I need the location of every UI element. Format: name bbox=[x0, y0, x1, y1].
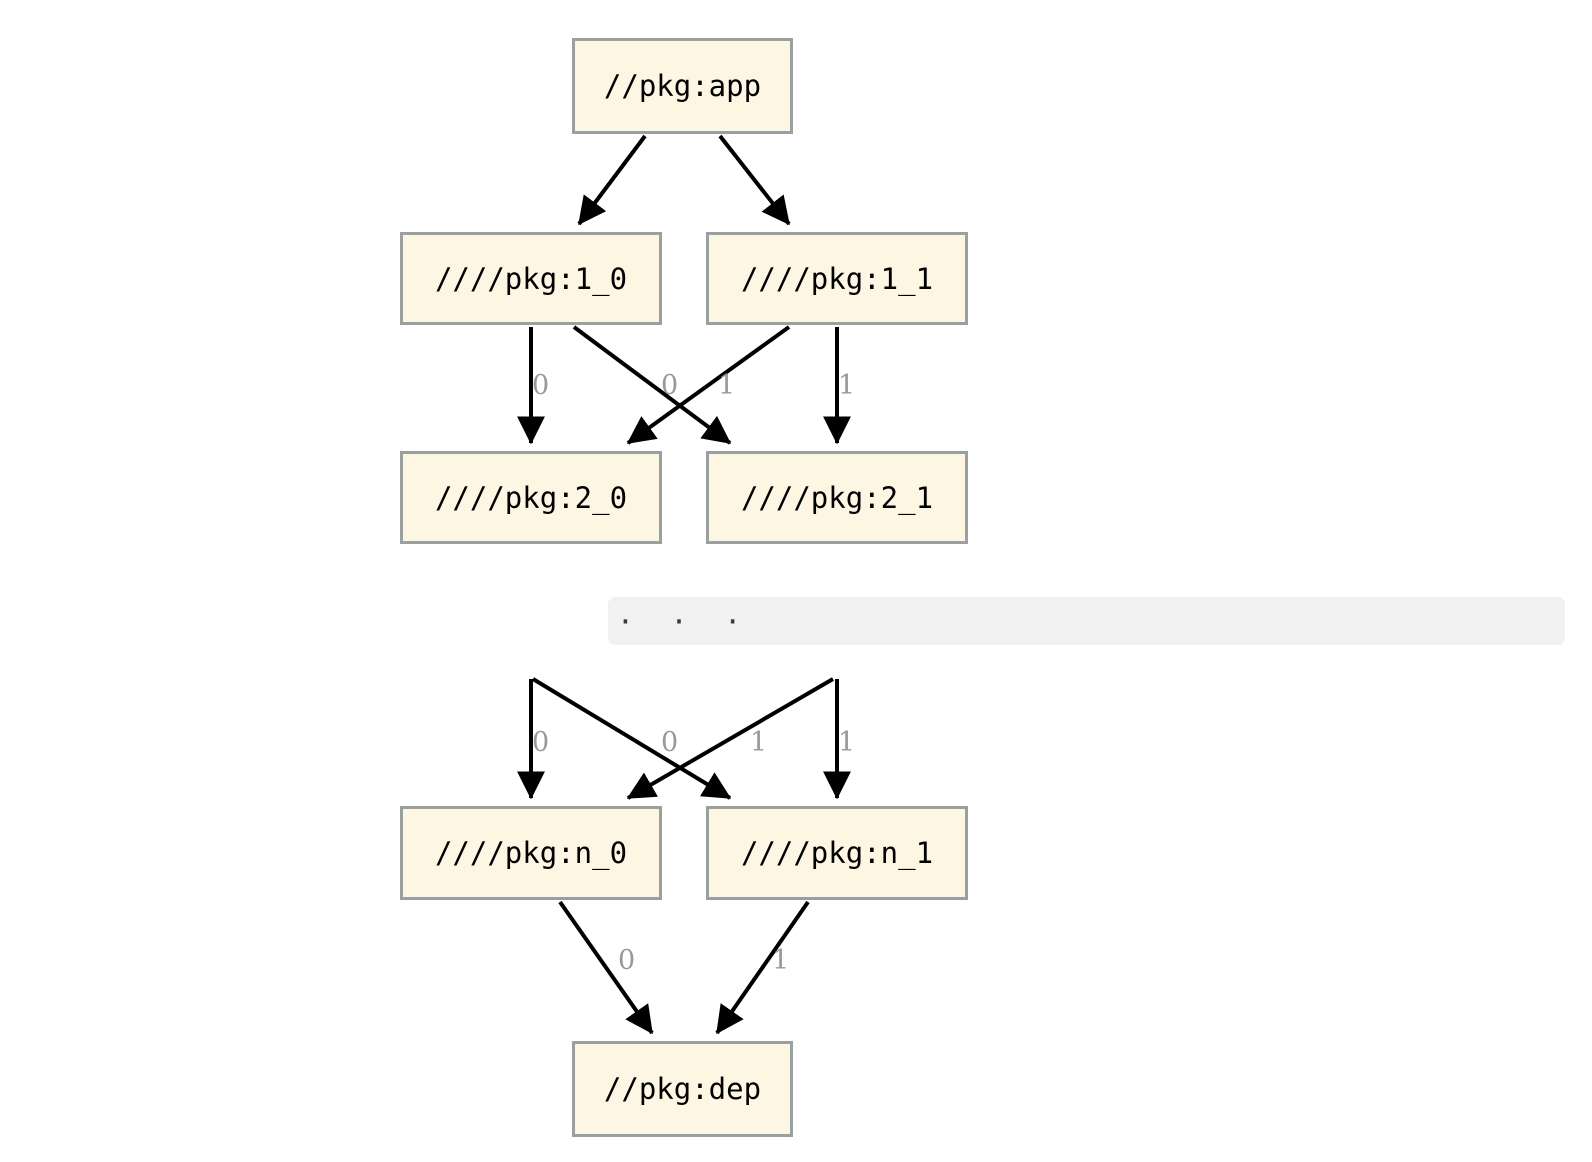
node-pkg-n_1[interactable]: ////pkg:n_1 bbox=[706, 806, 968, 900]
node-pkg-n_0[interactable]: ////pkg:n_0 bbox=[400, 806, 662, 900]
edge-prev2-to-n_0 bbox=[626, 677, 835, 800]
edge-label-n_0-to-dep: 0 bbox=[618, 945, 636, 976]
edge-label-prev-to-n_0: 0 bbox=[532, 727, 550, 758]
edge-n_1-to-dep bbox=[715, 900, 810, 1035]
node-pkg-1_0[interactable]: ////pkg:1_0 bbox=[400, 232, 662, 325]
node-pkg-n_1-label: ////pkg:n_1 bbox=[740, 836, 934, 870]
collapsed-section-band[interactable]: · · · bbox=[608, 597, 1565, 645]
node-pkg-n_0-label: ////pkg:n_0 bbox=[434, 836, 628, 870]
node-pkg-1_1[interactable]: ////pkg:1_1 bbox=[706, 232, 968, 325]
edge-app-to-1_1 bbox=[718, 134, 791, 226]
node-pkg-2_1[interactable]: ////pkg:2_1 bbox=[706, 451, 968, 544]
node-pkg-1_1-label: ////pkg:1_1 bbox=[740, 261, 934, 296]
node-pkg-2_1-label: ////pkg:2_1 bbox=[740, 480, 934, 515]
edge-1_0-to-2_1 bbox=[572, 325, 732, 445]
edge-label-prev2-to-n_1: 1 bbox=[838, 727, 856, 758]
edge-label-1_1-to-2_0: 1 bbox=[718, 370, 736, 401]
node-pkg-1_0-label: ////pkg:1_0 bbox=[434, 261, 628, 296]
edge-n_0-to-dep bbox=[558, 900, 654, 1035]
node-dep[interactable]: //pkg:dep bbox=[572, 1041, 793, 1137]
node-pkg-2_0[interactable]: ////pkg:2_0 bbox=[400, 451, 662, 544]
edge-label-1_1-to-2_1: 1 bbox=[838, 370, 856, 401]
edge-label-1_0-to-2_0: 0 bbox=[532, 370, 550, 401]
edge-label-1_0-to-2_1: 0 bbox=[661, 370, 679, 401]
edge-app-to-1_0 bbox=[577, 134, 647, 226]
node-pkg-2_0-label: ////pkg:2_0 bbox=[434, 480, 628, 515]
edge-label-n_1-to-dep: 1 bbox=[772, 945, 790, 976]
edge-1_1-to-2_0 bbox=[626, 325, 791, 445]
node-app-label: //pkg:app bbox=[603, 69, 762, 103]
node-app[interactable]: //pkg:app bbox=[572, 38, 793, 134]
edge-label-prev-to-n_1: 0 bbox=[661, 727, 679, 758]
ellipsis-icon: · · · bbox=[620, 602, 755, 642]
edge-label-prev2-to-n_0: 1 bbox=[750, 727, 768, 758]
edge-prev-to-n_1 bbox=[531, 677, 732, 800]
node-dep-label: //pkg:dep bbox=[603, 1072, 762, 1106]
